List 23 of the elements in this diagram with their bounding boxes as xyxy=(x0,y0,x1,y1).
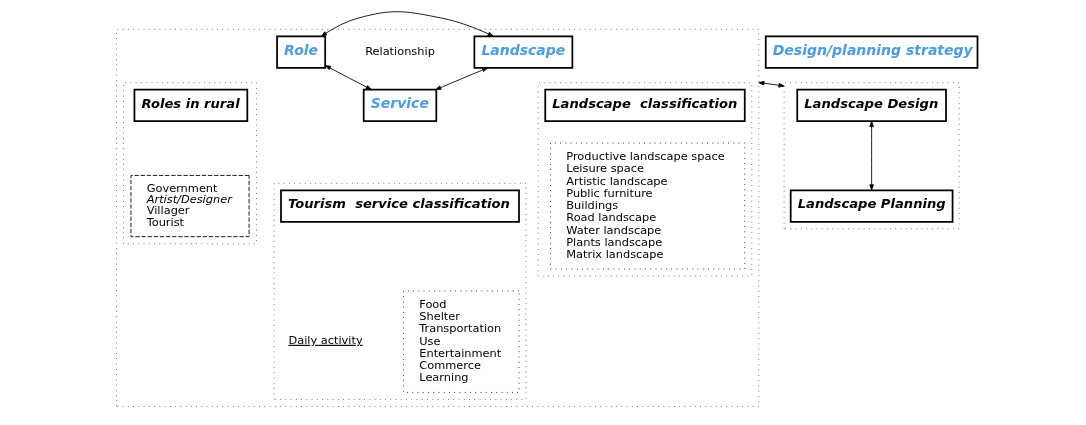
cluster xyxy=(537,82,752,277)
arrow xyxy=(324,65,372,91)
node-box: Landscape xyxy=(473,35,573,69)
arrow xyxy=(320,11,494,37)
node-box: Design/planning strategy xyxy=(764,35,978,69)
node-box: Government Artist/Designer Villager Tourist xyxy=(130,175,249,238)
node-box: Roles in rural xyxy=(133,88,248,123)
arrow xyxy=(434,67,488,91)
arrow xyxy=(757,80,785,88)
cluster xyxy=(273,182,526,400)
node-box: Food Shelter Transportation Use Entertainment Commerce Learning xyxy=(402,290,519,393)
node-box: Landscape Design xyxy=(795,88,947,123)
node-label: Daily activity xyxy=(287,332,363,347)
cluster xyxy=(783,82,960,230)
node-box: Productive landscape space Leisure space Artistic landscape Public furniture Buildings Road landscape Water landscape Plants landscape Matrix landscape xyxy=(549,142,745,270)
cluster xyxy=(122,82,257,245)
node-box: Service xyxy=(362,88,437,123)
label: Relationship xyxy=(364,44,435,59)
node-box: Role xyxy=(275,35,326,69)
node-box: Landscape classification xyxy=(543,88,746,123)
arrow xyxy=(868,120,874,191)
node-box: Tourism service classification xyxy=(279,189,520,223)
node-box: Landscape Planning xyxy=(789,189,953,223)
